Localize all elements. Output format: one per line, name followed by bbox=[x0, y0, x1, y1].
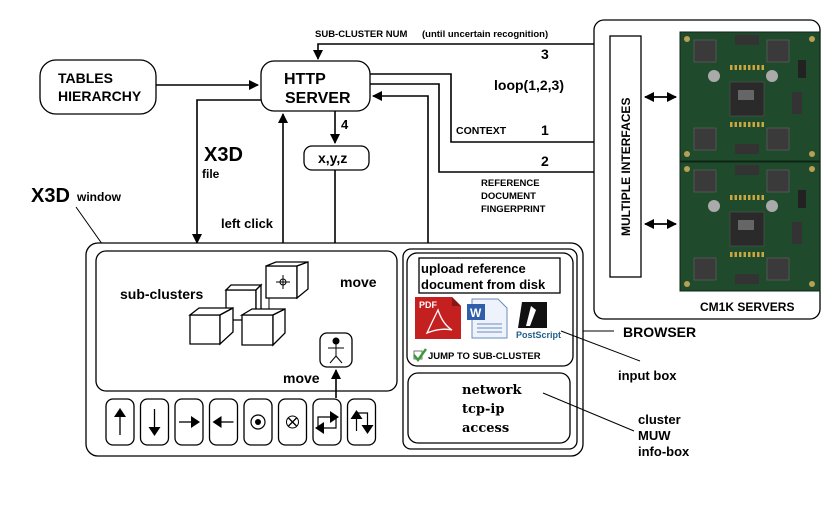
info-box-pointer bbox=[542, 392, 635, 432]
context-label: CONTEXT bbox=[456, 125, 507, 137]
sub-clusters-label: sub-clusters bbox=[120, 286, 203, 302]
reference-line2: DOCUMENT bbox=[481, 191, 536, 202]
tables-hierarchy-line1: TABLES bbox=[58, 70, 113, 86]
swap-horizontal-icon bbox=[315, 411, 339, 434]
x3d-file-big: X3D bbox=[204, 144, 243, 166]
multiple-interfaces-node: MULTIPLE INTERFACES bbox=[609, 35, 642, 278]
checkmark-icon bbox=[413, 348, 427, 362]
tables-hierarchy-node: TABLES HIERARCHY bbox=[39, 59, 157, 115]
move-top-label: move bbox=[340, 274, 377, 290]
swap-vertical-icon bbox=[350, 410, 374, 434]
reference-line3: FINGERPRINT bbox=[481, 204, 546, 215]
step-2-label: 2 bbox=[541, 153, 549, 169]
move-up-button[interactable] bbox=[105, 398, 135, 446]
cm1k-board-image bbox=[679, 161, 821, 292]
multiple-interfaces-label: MULTIPLE INTERFACES bbox=[619, 98, 633, 236]
input-box-label: input box bbox=[618, 368, 677, 383]
info-tcp-ip: tcp-ip bbox=[462, 402, 504, 417]
postscript-icon[interactable]: PostScript bbox=[516, 302, 561, 340]
jump-label: JUMP TO SUB-CLUSTER bbox=[428, 351, 541, 362]
x3d-file-small: file bbox=[202, 167, 220, 181]
step-3-label: 3 bbox=[541, 46, 549, 62]
x3d-window-small: window bbox=[76, 190, 122, 204]
selected-sub-cluster-cube[interactable] bbox=[265, 261, 309, 300]
pdf-icon[interactable]: PDF bbox=[415, 297, 461, 339]
cm1k-servers-label: CM1K SERVERS bbox=[700, 300, 794, 314]
move-right-button[interactable] bbox=[174, 398, 204, 446]
sub-cluster-cube[interactable] bbox=[239, 307, 286, 347]
arrow-left-icon bbox=[212, 416, 234, 428]
zoom-in-button[interactable] bbox=[243, 398, 273, 446]
avatar-viewpoint[interactable] bbox=[319, 332, 353, 368]
info-network: network bbox=[462, 383, 522, 398]
sub-cluster-cubes[interactable] bbox=[188, 261, 309, 347]
info-box-label-line2: MUW bbox=[638, 428, 671, 443]
xyz-label: x,y,z bbox=[318, 150, 347, 166]
zoom-out-button[interactable] bbox=[277, 398, 308, 446]
reference-line1: REFERENCE bbox=[481, 178, 540, 189]
upload-reference-button[interactable]: upload reference document from disk bbox=[418, 257, 561, 294]
move-bottom-label: move bbox=[283, 370, 320, 386]
person-icon bbox=[332, 337, 340, 345]
sub-cluster-cube[interactable] bbox=[188, 306, 234, 346]
move-left-button[interactable] bbox=[208, 398, 239, 446]
http-server-line1: HTTP bbox=[284, 71, 326, 88]
browser-label: BROWSER bbox=[623, 324, 696, 340]
x3d-file-arrow bbox=[192, 99, 261, 244]
loop-label: loop(1,2,3) bbox=[494, 77, 564, 93]
reference-fingerprint-arrow bbox=[370, 83, 609, 177]
cluster-info-box: network tcp-ip access bbox=[407, 372, 571, 444]
arrow-down-icon bbox=[148, 409, 161, 436]
xyz-coordinates-node: x,y,z bbox=[303, 145, 370, 171]
sub-cluster-num-arrow bbox=[313, 43, 612, 60]
word-document-icon[interactable]: W bbox=[467, 298, 508, 339]
navigation-toolbar bbox=[105, 398, 377, 446]
pdf-label: PDF bbox=[419, 300, 438, 310]
dot-circle-icon bbox=[250, 414, 266, 430]
x3d-window-big: X3D bbox=[31, 185, 70, 207]
upload-to-server-arrow bbox=[372, 91, 429, 262]
context-arrow bbox=[370, 73, 609, 147]
postscript-label: PostScript bbox=[516, 330, 561, 340]
info-access: access bbox=[462, 421, 509, 436]
http-server-line2: SERVER bbox=[285, 90, 351, 107]
step-4-label: 4 bbox=[341, 117, 349, 132]
info-box-label-line3: info-box bbox=[638, 444, 690, 459]
jump-to-sub-cluster-checkbox[interactable]: JUMP TO SUB-CLUSTER bbox=[413, 348, 541, 362]
move-down-button[interactable] bbox=[139, 398, 170, 446]
arrow-right-icon bbox=[179, 416, 200, 428]
http-server-node: HTTP SERVER bbox=[260, 60, 371, 112]
rotate-vertical-button[interactable] bbox=[346, 398, 377, 446]
cm1k-board-image bbox=[679, 31, 821, 162]
step-1-label: 1 bbox=[541, 122, 549, 138]
arrow-up-icon bbox=[114, 408, 126, 435]
upload-line2: document from disk bbox=[421, 277, 546, 292]
info-box-label-line1: cluster bbox=[638, 412, 681, 427]
upload-line1: upload reference bbox=[421, 261, 526, 276]
word-label: W bbox=[470, 306, 482, 320]
x-circle-icon bbox=[286, 415, 299, 429]
tables-hierarchy-line2: HIERARCHY bbox=[58, 88, 142, 104]
sub-cluster-num-note: (until uncertain recognition) bbox=[422, 29, 548, 40]
left-click-label: left click bbox=[221, 216, 274, 231]
rotate-horizontal-button[interactable] bbox=[312, 398, 342, 446]
sub-cluster-num-label: SUB-CLUSTER NUM bbox=[315, 29, 407, 40]
input-box-pointer bbox=[560, 330, 641, 362]
